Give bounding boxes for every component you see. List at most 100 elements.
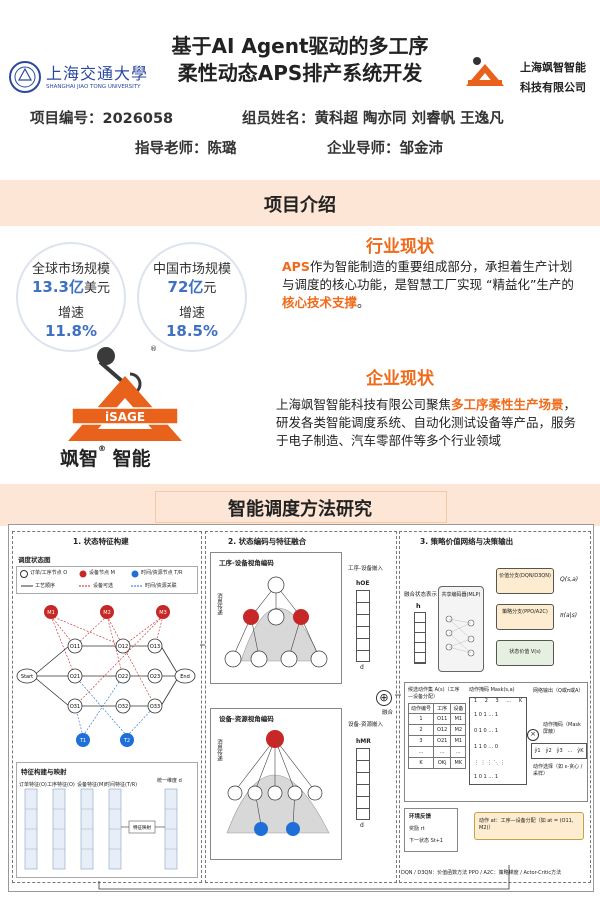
action-output-box: 动作 at：工序—设备分配（如 at = (O11, M2)） [474,812,584,840]
scheduling-graph: M1 M2 M3 O11 O12 O13 O21 O22 O23 O31 O32… [16,605,196,747]
isage-logo-icon [466,57,504,86]
china-growth-value: 18.5% [165,322,219,340]
registered-mark: ® [150,345,157,353]
svg-text:0 1 0 … 1: 0 1 0 … 1 [474,728,498,734]
svg-text:1 1 0 … 0: 1 1 0 … 0 [474,744,498,750]
industry-heading: 行业现状 [366,237,434,257]
svg-text:T1: T1 [79,738,86,744]
table-row: ......... [407,746,467,758]
svg-text:O32: O32 [118,704,128,710]
env-feedback-box: 环境反馈 奖励 rt 下一状态 St+1 [404,808,458,852]
svg-text:O12: O12 [118,644,128,650]
global-market-circle [16,242,126,352]
enterprise-heading: 企业现状 [366,369,434,389]
mask-column-label: K [518,698,523,704]
svg-text:M3: M3 [159,610,167,616]
svg-text:M2: M2 [103,610,111,616]
poster-title-line1: 基于AI Agent驱动的多工序 [171,34,429,58]
fused-vector [414,612,426,664]
svg-text:O22: O22 [118,674,128,680]
embedding-op-vector [356,590,370,662]
svg-text:O11: O11 [70,644,80,650]
table-cell: OKj [433,757,452,769]
table-cell: MK [450,757,467,769]
legend: 订单/工序节点 O 设备节点 M 时间/资源节点 T/R 工艺顺序 设备可选 时… [16,566,198,594]
method-title-box [155,491,447,523]
poster-title-line2: 柔性动态APS排产系统开发 [177,61,423,85]
shared-encoder: 共享编码器(MLP) [438,586,484,672]
svg-text:O31: O31 [70,704,80,710]
embedding-resource-vector [356,748,370,820]
svg-text:M1: M1 [47,610,55,616]
state-value-box: 状态价值 V(s) [496,640,554,666]
panel-policy-value: 3. 策略价值网络与决策输出 融合状态表示 h 共享编码器(MLP) 价值分支(… [399,531,591,883]
university-logo: 上海交通大學 SHANGHAI JIAO TONG UNIVERSITY [8,58,147,96]
panel-encoding-fusion: 2. 状态编码与特征融合 工序-设备视角编码 消息传递 设备-资源视角编码 [205,531,397,883]
company-logo-large: iSAGE 飒智® 智能 [60,346,190,476]
mask-column-label: 1 [473,698,478,704]
svg-text:⋮ ⋮ ⋮ ⋱ ⋮: ⋮ ⋮ ⋮ ⋱ ⋮ [474,760,505,766]
table-cell: O21 [433,735,452,747]
table-cell: 3 [407,735,435,747]
value-branch-box: 价值分支(DQN/D3QN) [496,568,554,594]
intro-section-title: 项目介绍 [264,195,336,216]
table-cell: O11 [433,713,452,725]
svg-text:Start: Start [21,674,33,680]
global-growth-label: 增速 [57,306,84,321]
advisor: 指导老师：陈璐 [135,141,237,157]
svg-text:O23: O23 [150,674,160,680]
company-name: 上海飒智智能 科技有限公司 [520,61,586,94]
global-growth-value: 11.8% [44,322,98,340]
table-cell: M1 [450,713,467,725]
china-growth-label: 增速 [178,306,205,321]
isage-large-logo-icon: iSAGE [68,347,182,441]
view-machine-resource: 设备-资源视角编码 消息传递 [210,708,342,860]
china-market-label: 中国市场规模 [152,262,231,277]
method-diagram: 1. 状态特征构建 调度状态图 订单/工序节点 O 设备节点 M 时间/资源节点… [8,524,594,892]
table-cell: ... [407,746,435,758]
svg-text:1 0 1 … 1: 1 0 1 … 1 [474,712,498,718]
svg-text:1 0 1 … 1: 1 0 1 … 1 [474,774,498,780]
university-emblem-icon [9,61,41,93]
china-market-circle [137,242,247,352]
university-name: 上海交通大學 [46,64,149,83]
table-header: 设备 [450,703,467,714]
global-market-value: 13.3亿美元 [31,278,111,296]
table-cell: 2 [407,724,435,736]
panel-state-features: 1. 状态特征构建 调度状态图 订单/工序节点 O 设备节点 M 时间/资源节点… [12,531,202,883]
svg-text:特征映射: 特征映射 [133,824,151,831]
company-logo-small [460,54,510,94]
svg-text:O33: O33 [150,704,160,710]
global-market-label: 全球市场规模 [31,262,110,277]
china-market-value: 72亿元 [167,278,217,296]
diagram-footer: DQN / D3QN：价值函数方法 PPO / A2C：策略梯度 / Actor… [401,870,562,876]
industry-paragraph: APS作为智能制造的重要组成部分，承担着生产计划与调度的核心功能，是智慧工厂实现… [282,259,574,310]
member-names: 组员姓名：黄科超 陶亦同 刘睿帆 王逸凡 [242,111,504,127]
fusion-circle-icon: ⊕ [376,690,392,706]
svg-text:End: End [180,674,190,680]
table-header: 动作编号 [407,703,435,714]
mask-column-label: ... [506,698,512,704]
table-cell: M1 [450,735,467,747]
mask-column-label: 2 [484,698,488,704]
policy-branch-box: 策略分支(PPO/A2C) [496,604,554,630]
svg-text:O21: O21 [70,674,80,680]
table-cell: ... [433,746,452,758]
table-cell: O12 [433,724,452,736]
feature-mapping-box: 特征构建与映射 订单特征(O) 工序特征(O) 设备特征(M) 时间特征(T/R… [16,762,198,878]
svg-text:O13: O13 [150,644,160,650]
table-cell: M2 [450,724,467,736]
university-name-en: SHANGHAI JIAO TONG UNIVERSITY [46,84,141,90]
table-header: 工序 [433,703,452,714]
svg-text:T2: T2 [123,738,130,744]
table-cell: K [407,757,435,769]
mask-column-label: 3 [495,698,499,704]
